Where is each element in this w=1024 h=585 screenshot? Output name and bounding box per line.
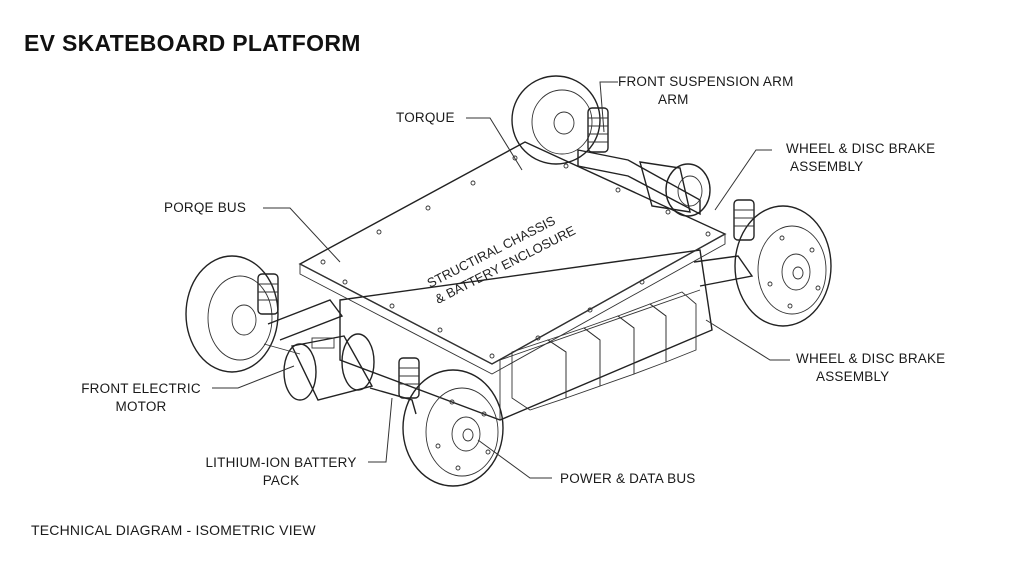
front-left-shock — [257, 273, 279, 315]
callout-lithium-ion-battery-line2: PACK — [262, 473, 300, 488]
front-left-wheel — [185, 255, 279, 373]
rear-right-wheel — [734, 205, 832, 327]
callout-wheel-brake-top: WHEEL & DISC BRAKE ASSEMBLY — [786, 140, 935, 176]
callout-front-electric-motor: FRONT ELECTRIC MOTOR — [76, 380, 206, 416]
front-motor — [283, 333, 375, 401]
front-right-wheel — [402, 369, 504, 487]
callout-power-data-bus: POWER & DATA BUS — [560, 471, 696, 486]
rear-left-shock — [587, 107, 609, 153]
callout-front-electric-motor-line1: FRONT ELECTRIC — [81, 381, 201, 396]
callout-wheel-brake-top-line2: ASSEMBLY — [790, 159, 864, 174]
rear-suspension-arm — [693, 255, 754, 287]
callout-wheel-brake-right-line1: WHEEL & DISC BRAKE — [796, 351, 946, 366]
rear-right-shock — [733, 199, 755, 241]
diagram-title: EV SKATEBOARD PLATFORM — [24, 30, 361, 56]
callout-front-suspension-arm-line2: ARM — [658, 92, 689, 107]
callout-torque: TORQUE — [396, 110, 455, 125]
battery-cells — [511, 291, 697, 411]
callout-wheel-brake-top-line1: WHEEL & DISC BRAKE — [786, 141, 936, 156]
callout-front-suspension-arm-line1: FRONT SUSPENSION ARM — [618, 74, 794, 89]
leader-lines — [212, 81, 790, 479]
callout-porqe-bus: PORQE BUS — [164, 200, 247, 215]
front-right-shock — [398, 357, 420, 399]
diagram-footer: TECHNICAL DIAGRAM - ISOMETRIC VIEW — [31, 522, 316, 538]
callout-wheel-brake-right-line2: ASSEMBLY — [816, 369, 890, 384]
chassis-body — [298, 141, 727, 421]
rear-left-wheel — [511, 75, 601, 165]
callout-wheel-brake-right: WHEEL & DISC BRAKE ASSEMBLY — [796, 350, 945, 386]
callout-lithium-ion-battery: LITHIUM-ION BATTERY PACK — [196, 454, 366, 490]
callout-front-electric-motor-line2: MOTOR — [115, 399, 167, 414]
rear-motor — [577, 149, 711, 217]
callout-front-suspension-arm: FRONT SUSPENSION ARM ARM — [618, 73, 794, 109]
callout-lithium-ion-battery-line1: LITHIUM-ION BATTERY — [205, 455, 357, 470]
front-left-arm — [267, 299, 344, 341]
